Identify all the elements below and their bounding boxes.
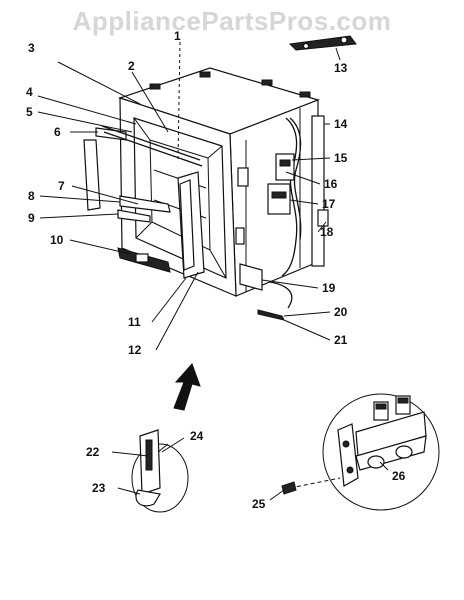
watermark-text: AppliancePartsPros.com xyxy=(72,6,392,36)
callout-24: 24 xyxy=(190,429,204,443)
callout-16: 16 xyxy=(324,177,338,191)
callout-22: 22 xyxy=(86,445,100,459)
direction-arrow xyxy=(173,363,201,411)
callout-18: 18 xyxy=(320,225,334,239)
callout-23: 23 xyxy=(92,481,106,495)
callout-3: 3 xyxy=(28,41,35,55)
callout-26: 26 xyxy=(392,469,406,483)
callout-labels: 3 2 1 13 4 5 6 14 15 16 7 8 17 9 18 10 1… xyxy=(26,29,406,511)
callout-1: 1 xyxy=(174,29,181,43)
bracket-13 xyxy=(288,35,357,51)
callout-5: 5 xyxy=(26,105,33,119)
callout-11: 11 xyxy=(128,315,141,329)
callout-9: 9 xyxy=(28,211,35,225)
callout-10: 10 xyxy=(50,233,64,247)
callout-13: 13 xyxy=(334,61,348,75)
callout-21: 21 xyxy=(334,333,348,347)
callout-6: 6 xyxy=(54,125,61,139)
callout-25: 25 xyxy=(252,497,266,511)
callout-12: 12 xyxy=(128,343,142,357)
detail-inset-22-24 xyxy=(131,429,189,513)
front-frame-parts xyxy=(83,125,205,279)
callout-4: 4 xyxy=(26,85,33,99)
callout-20: 20 xyxy=(334,305,348,319)
callout-17: 17 xyxy=(322,197,336,211)
callout-2: 2 xyxy=(128,59,135,73)
leader-lines xyxy=(37,41,389,501)
detail-inset-valve xyxy=(281,393,440,511)
callout-7: 7 xyxy=(58,179,65,193)
callout-14: 14 xyxy=(334,117,348,131)
callout-15: 15 xyxy=(334,151,348,165)
callout-19: 19 xyxy=(322,281,336,295)
callout-8: 8 xyxy=(28,189,35,203)
